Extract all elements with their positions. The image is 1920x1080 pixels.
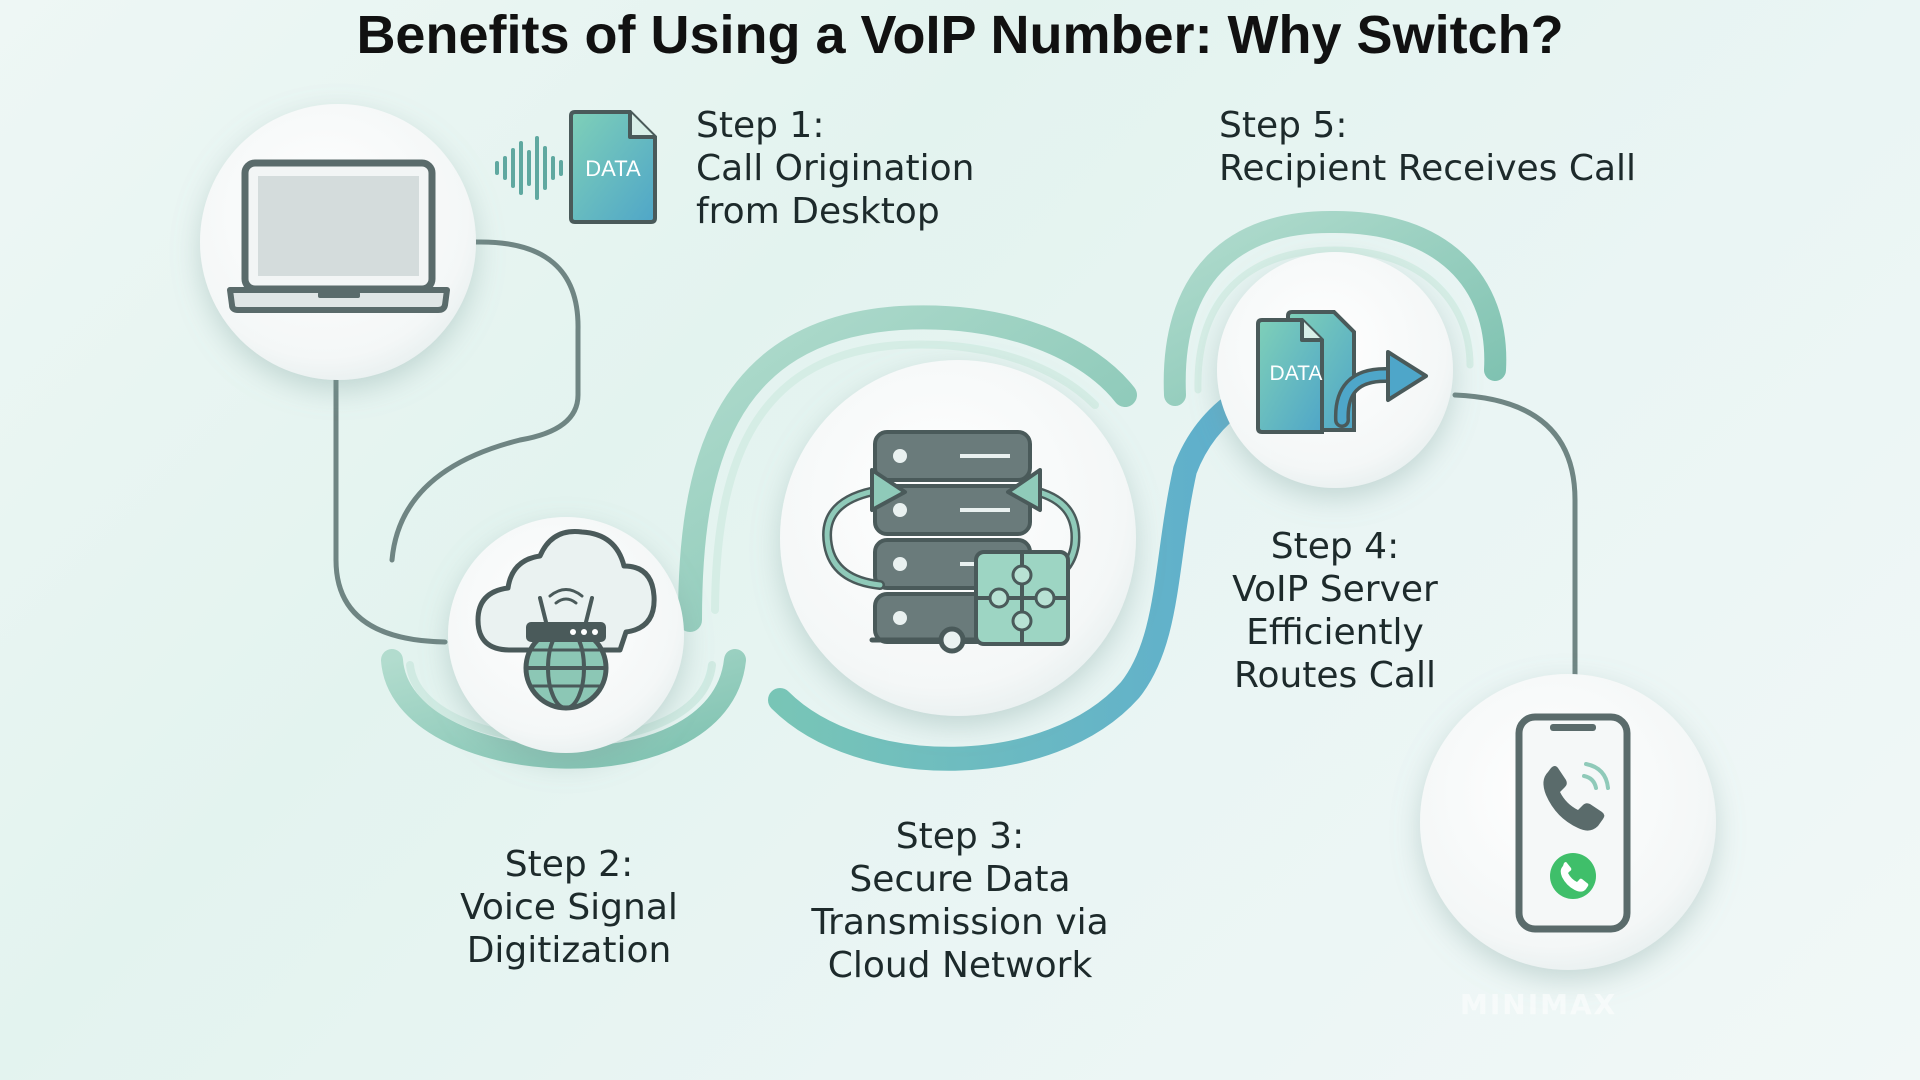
connector-laptop-down [333, 377, 448, 645]
sound-wave-icon [495, 136, 563, 200]
step-3-line-1: Secure Data [849, 859, 1071, 900]
arc-step4-inner [1194, 246, 1474, 394]
step-1-line-1: Call Origination [696, 148, 975, 189]
arc-step3-top-inner [711, 340, 1099, 614]
step-5-label: Step 5: Recipient Receives Call [1219, 104, 1636, 190]
routing-data-label: DATA [1270, 362, 1323, 385]
step-4-line-2: Efficiently [1246, 612, 1424, 653]
step-3-heading: Step 3: [895, 816, 1025, 857]
connector-lines [333, 239, 1578, 678]
arc-step3-bottom [768, 388, 1252, 771]
page-title: Benefits of Using a VoIP Number: Why Swi… [356, 5, 1564, 65]
laptop-icon [227, 159, 450, 313]
connector-phone [1452, 392, 1578, 678]
swoosh-arcs [381, 210, 1507, 771]
smartphone-call-icon [1515, 713, 1631, 933]
step-3-line-2: Transmission via [811, 902, 1109, 943]
watermark-logo: MINIMAX [1460, 988, 1618, 1021]
arc-step2-outer [381, 649, 746, 769]
step-2-line-2: Digitization [466, 930, 672, 971]
cloud-router-globe-icon [475, 529, 657, 711]
step-5-line-1: Recipient Receives Call [1219, 148, 1637, 189]
arc-step4-top [1163, 210, 1507, 406]
step-4-label: Step 4: VoIP Server Efficiently Routes C… [1195, 525, 1475, 697]
connector-laptop-to-cloud [389, 239, 581, 563]
step-2-heading: Step 2: [504, 844, 634, 885]
step-3-line-3: Cloud Network [827, 945, 1093, 986]
step-2-label: Step 2: Voice Signal Digitization [419, 843, 719, 972]
step-2-line-1: Voice Signal [460, 887, 678, 928]
step-1-line-2: from Desktop [696, 191, 940, 232]
data-files-routing-icon: DATA [1256, 310, 1428, 434]
step-3-label: Step 3: Secure Data Transmission via Clo… [780, 815, 1140, 987]
step-1-label: Step 1: Call Origination from Desktop [696, 104, 974, 233]
data-file-label: DATA [585, 156, 641, 181]
step-4-line-1: VoIP Server [1232, 569, 1438, 610]
data-file-icon: DATA [569, 110, 657, 224]
step-5-heading: Step 5: [1219, 105, 1348, 146]
server-puzzle-icon [822, 430, 1081, 654]
step-1-heading: Step 1: [696, 105, 825, 146]
step-4-heading: Step 4: [1270, 526, 1400, 567]
step-4-line-3: Routes Call [1234, 655, 1436, 696]
arc-step3-top [678, 305, 1137, 632]
